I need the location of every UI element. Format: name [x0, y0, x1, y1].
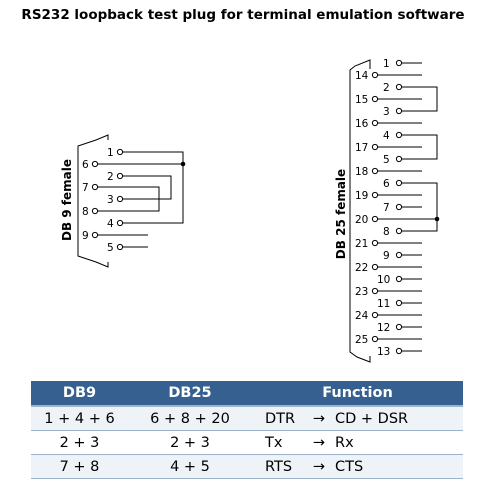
cell-function: DTR → CD + DSR: [252, 406, 463, 431]
arrow-icon: →: [312, 434, 326, 451]
cell-db25: 2 + 3: [128, 430, 252, 455]
db25-pin-12: 12: [377, 322, 390, 334]
db25-pin-24: 24: [355, 310, 369, 322]
db25-pin-11: 11: [377, 298, 390, 310]
db9-pin-2: 2: [107, 171, 114, 183]
db25-pin-22: 22: [355, 262, 368, 274]
db25-pin-19: 19: [355, 190, 368, 202]
db25-pin-8: 8: [383, 226, 390, 238]
db25-connector: DB 25 female 1 2 3 4 5 6 7 8 9 10 11 12 …: [334, 58, 440, 363]
db9-pin-6: 6: [82, 159, 89, 171]
cell-function: Tx → Rx: [252, 430, 463, 455]
db9-pin-9: 9: [82, 230, 89, 242]
cell-db9: 2 + 3: [31, 430, 128, 455]
db25-pin-17: 17: [355, 142, 368, 154]
cell-db25: 4 + 5: [128, 454, 252, 479]
db25-shell: [349, 59, 371, 363]
db25-pin-23: 23: [355, 286, 368, 298]
db25-pin-3: 3: [383, 106, 390, 118]
db25-pin-18: 18: [355, 166, 368, 178]
wiring-diagram: DB 9 female 1 2 3 4 5 6 7 8 9: [60, 58, 440, 363]
db9-pin-8: 8: [82, 206, 89, 218]
db9-connector: DB 9 female 1 2 3 4 5 6 7 8 9: [60, 134, 186, 268]
db25-pin-10: 10: [377, 274, 390, 286]
db25-pin-1: 1: [383, 58, 390, 70]
db25-pin-15: 15: [355, 94, 368, 106]
db9-pin-3: 3: [107, 194, 114, 206]
db25-pin-16: 16: [355, 118, 369, 130]
cell-db9: 7 + 8: [31, 454, 128, 479]
header-db25: DB25: [128, 381, 252, 407]
cell-db25: 6 + 8 + 20: [128, 406, 252, 431]
cell-db9: 1 + 4 + 6: [31, 406, 128, 431]
signal-from: Tx: [265, 434, 283, 451]
db25-pin-21: 21: [355, 238, 368, 250]
db9-pin-7: 7: [82, 182, 89, 194]
db9-pin-1: 1: [107, 147, 114, 159]
signal-to: CD + DSR: [335, 410, 409, 427]
table-row: 2 + 3 2 + 3 Tx → Rx: [31, 430, 463, 455]
signal-from: RTS: [265, 458, 293, 475]
table-header-row: DB9 DB25 Function: [31, 381, 463, 407]
db25-pin-13: 13: [377, 346, 390, 358]
signal-to: CTS: [335, 458, 364, 475]
cell-function: RTS → CTS: [252, 454, 463, 479]
arrow-icon: →: [312, 410, 326, 427]
header-db9: DB9: [31, 381, 128, 407]
header-function: Function: [252, 381, 463, 407]
db25-pin-7: 7: [383, 202, 390, 214]
pin-mapping-table: DB9 DB25 Function 1 + 4 + 6 6 + 8 + 20 D…: [31, 381, 463, 479]
db25-pin-9: 9: [383, 250, 390, 262]
signal-to: Rx: [335, 434, 354, 451]
table-row: 7 + 8 4 + 5 RTS → CTS: [31, 454, 463, 479]
db25-pin-6: 6: [383, 178, 390, 190]
page-title: RS232 loopback test plug for terminal em…: [21, 7, 465, 23]
db9-pin-4: 4: [107, 218, 114, 230]
table-row: 1 + 4 + 6 6 + 8 + 20 DTR → CD + DSR: [31, 406, 463, 431]
db25-pin-25: 25: [355, 334, 368, 346]
db9-label: DB 9 female: [60, 159, 74, 241]
signal-from: DTR: [265, 410, 296, 427]
db25-label: DB 25 female: [334, 169, 348, 259]
db9-pin-5: 5: [107, 242, 114, 254]
db9-shell: [77, 134, 109, 268]
db25-pin-4: 4: [383, 130, 390, 142]
db25-pin-5: 5: [383, 154, 390, 166]
db25-pin-14: 14: [355, 70, 369, 82]
arrow-icon: →: [312, 458, 326, 475]
db25-pin-20: 20: [355, 214, 368, 226]
db25-pin-2: 2: [383, 82, 390, 94]
